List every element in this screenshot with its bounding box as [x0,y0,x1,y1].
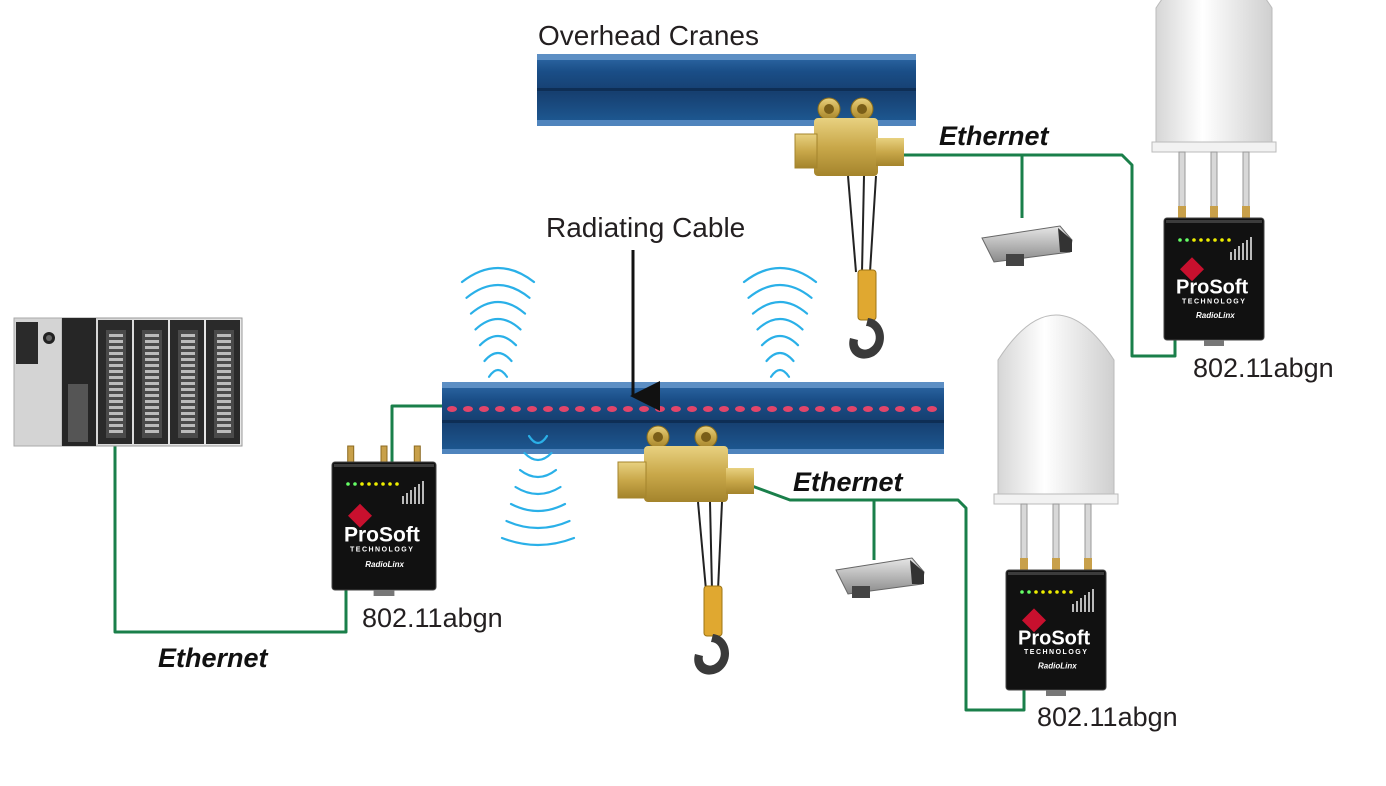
cable-dot [463,406,473,412]
cable-dot [623,406,633,412]
cable-dot [767,406,777,412]
cable-dot [895,406,905,412]
wave-arc [478,334,518,347]
brand-text: ProSoft [344,523,420,546]
dome-antenna-icon [1155,0,1273,147]
hook-icon [849,318,885,359]
ethernet-label-mid: Ethernet [793,467,904,497]
cable-dot [847,406,857,412]
overhead-crane-rail-bottom [442,382,944,454]
cable-dot [831,406,841,412]
wave-arc [483,351,513,363]
plc-rack-icon [13,317,243,447]
brand-text: ProSoft [1176,277,1249,299]
wave-arc [509,502,567,513]
wave-arc [469,301,527,315]
frequency-label-left: 802.11abgn [362,603,503,633]
wave-arc [756,317,804,331]
cable-dot [607,406,617,412]
security-camera-icon [981,225,1073,266]
cable-dot [719,406,729,412]
brand-subtext: TECHNOLOGY [1024,649,1088,656]
cable-dot [799,406,809,412]
wave-arc [751,301,809,315]
cable-dot [751,406,761,412]
wave-arc [500,536,576,547]
wave-arc [487,368,509,378]
wave-arc [760,334,800,347]
wave-arc [474,317,522,331]
cable-dot [591,406,601,412]
radiating-cable-label: Radiating Cable [546,212,745,243]
wave-arc [527,434,549,445]
radio-waves-icon [460,266,818,547]
cable-dot [575,406,585,412]
cable-dot [687,406,697,412]
hook-icon [694,634,730,675]
cable-dot [479,406,489,412]
security-camera-icon [835,557,925,598]
ethernet-cables [113,153,1177,712]
cable-dot [927,406,937,412]
hoist-bottom [617,425,754,675]
overhead-cranes-label: Overhead Cranes [538,20,759,51]
ethernet-cable-mid-hoist [751,484,1026,712]
cable-dot [559,406,569,412]
hoist-top [794,97,904,359]
cable-dot [703,406,713,412]
wave-arc [769,368,791,378]
wave-arc [523,451,553,462]
wave-arc [765,351,795,363]
brand-subtext: TECHNOLOGY [350,547,414,554]
wave-arc [742,266,818,284]
cable-dot [911,406,921,412]
dome-antenna-icon [997,314,1115,499]
ethernet-cable-top-hoist [903,153,1177,358]
product-text: RadioLinx [1038,661,1077,670]
cable-dot [495,406,505,412]
brand-text: ProSoft [1018,627,1091,649]
cable-dot [543,406,553,412]
ethernet-label-bottom: Ethernet [158,643,269,673]
cable-dot [511,406,521,412]
radiating-cable-dots [447,406,937,412]
wave-arc [465,284,531,299]
wave-arc [747,284,813,299]
cable-dot [735,406,745,412]
cable-dot [879,406,889,412]
frequency-label-bottom-right: 802.11abgn [1037,702,1178,732]
cable-dot [639,406,649,412]
cable-dot [783,406,793,412]
brand-subtext: TECHNOLOGY [1182,298,1246,305]
ethernet-cable-plc-to-radio [113,446,348,634]
wave-arc [514,485,562,496]
cable-dot [447,406,457,412]
product-text: RadioLinx [1196,311,1235,320]
cable-dot [863,406,873,412]
ethernet-cable-radio-to-leaky [390,404,442,462]
cable-dot [527,406,537,412]
wave-arc [460,266,536,284]
frequency-label-top-right: 802.11abgn [1193,353,1334,383]
cable-dot [815,406,825,412]
wave-arc [505,519,571,530]
wave-arc [518,468,558,479]
cable-dot [655,406,665,412]
cable-dot [671,406,681,412]
product-text: RadioLinx [365,560,404,569]
ethernet-label-top: Ethernet [939,121,1050,151]
